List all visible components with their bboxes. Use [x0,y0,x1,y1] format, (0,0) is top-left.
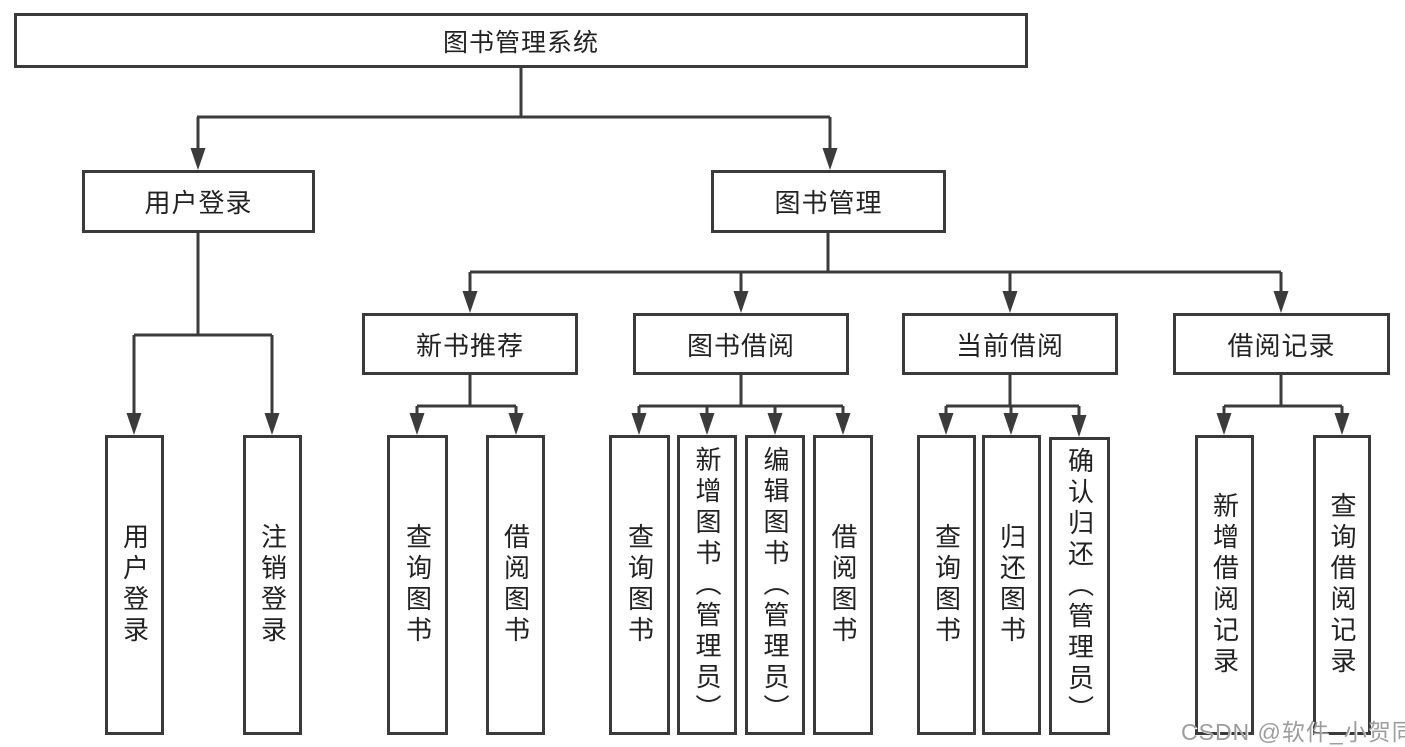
arrowhead-icon [767,413,783,435]
leaf-label: 注销登录 [257,523,288,647]
node-label: 当前借阅 [955,330,1064,361]
arrowhead-icon [462,291,478,313]
leaf-label: 确认归还（管理员） [1064,446,1095,726]
arrowhead-icon [190,148,206,170]
node-new-book-recommend: 新书推荐 [362,313,578,375]
arrowhead-icon [1003,413,1019,435]
leaf-label: 新增借阅记录 [1209,492,1240,678]
leaf-borrow-book-1: 借阅图书 [486,435,545,735]
leaf-query-book-3: 查询图书 [917,435,976,735]
leaf-label: 新增图书（管理员） [692,445,722,725]
leaf-label: 编辑图书（管理员） [760,445,790,725]
arrowhead-icon [508,413,524,435]
arrowhead-icon [733,291,749,313]
csdn-watermark: CSDN @软件_小贺同学 [1181,719,1405,745]
arrowhead-icon [1334,413,1350,435]
node-book-borrow: 图书借阅 [633,313,849,375]
node-current-borrow: 当前借阅 [902,313,1118,375]
leaf-label: 查询图书 [624,523,655,647]
leaf-query-book-1: 查询图书 [387,435,448,735]
arrowhead-icon [409,413,425,435]
arrowhead-icon [822,148,838,170]
leaf-label: 查询图书 [931,523,962,647]
arrowhead-icon [1002,291,1018,313]
arrowhead-icon [1273,291,1289,313]
leaf-query-borrow-record: 查询借阅记录 [1313,435,1371,735]
leaf-add-borrow-record: 新增借阅记录 [1195,435,1254,735]
arrowhead-icon [938,413,954,435]
node-borrow-record: 借阅记录 [1173,313,1390,375]
leaf-label: 借阅图书 [500,523,531,647]
node-label: 借阅记录 [1227,330,1336,361]
arrowhead-icon [835,413,851,435]
leaf-query-book-2: 查询图书 [609,435,670,735]
node-label: 图书借阅 [686,330,795,361]
leaf-confirm-return-admin: 确认归还（管理员） [1049,437,1110,735]
arrowhead-icon [699,413,715,435]
leaf-label: 借阅图书 [828,523,858,647]
node-library-system: 图书管理系统 [14,13,1028,68]
leaf-logout: 注销登录 [243,435,302,735]
leaf-label: 归还图书 [996,523,1027,647]
leaf-label: 查询图书 [402,523,433,647]
arrowhead-icon [631,413,647,435]
leaf-user-login: 用户登录 [105,435,164,735]
leaf-borrow-book-2: 借阅图书 [813,435,873,735]
arrowhead-icon [1216,413,1232,435]
arrowhead-icon [126,413,142,435]
node-label: 新书推荐 [415,330,524,361]
node-book-management: 图书管理 [711,170,946,233]
leaf-return-book: 归还图书 [982,435,1041,735]
arrowhead-icon [1071,415,1087,437]
leaf-edit-book-admin: 编辑图书（管理员） [745,435,805,735]
arrowhead-icon [264,413,280,435]
node-label: 用户登录 [144,188,253,218]
leaf-label: 查询借阅记录 [1327,492,1357,678]
node-user-login: 用户登录 [82,170,315,233]
leaf-add-book-admin: 新增图书（管理员） [677,435,737,735]
leaf-label: 用户登录 [119,523,150,647]
node-label: 图书管理系统 [442,28,599,57]
node-label: 图书管理 [774,188,883,218]
